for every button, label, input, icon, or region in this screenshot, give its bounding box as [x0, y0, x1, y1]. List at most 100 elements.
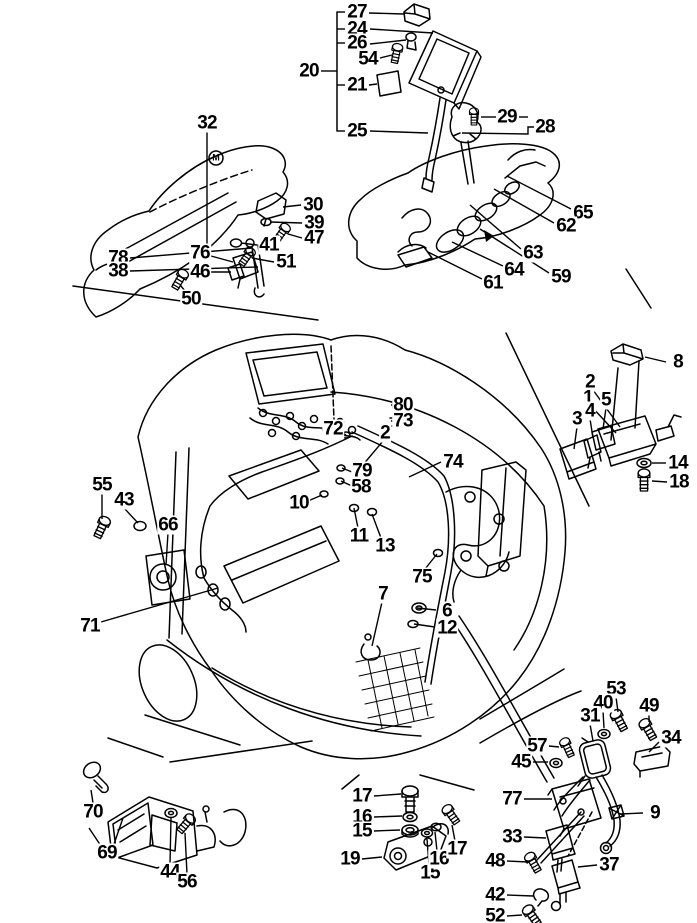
part-number-66: 66	[157, 514, 179, 536]
part-number-32: 32	[196, 112, 218, 134]
part-number-45: 45	[510, 751, 532, 773]
part-number-31: 31	[579, 705, 601, 727]
leader-line-10	[307, 494, 323, 502]
leader-line-12	[413, 623, 436, 628]
leader-line-41	[240, 242, 258, 246]
part-number-11: 11	[348, 525, 370, 547]
part-number-79: 79	[351, 460, 373, 482]
leader-line-58	[340, 480, 353, 487]
part-number-63: 63	[522, 242, 544, 264]
leader-line-11	[353, 507, 359, 529]
leader-line-19	[361, 856, 383, 860]
part-number-27: 27	[346, 1, 368, 23]
part-number-3: 3	[571, 408, 583, 430]
part-number-37: 37	[598, 854, 620, 876]
leader-line-59	[479, 228, 550, 274]
part-number-51: 51	[275, 251, 297, 273]
part-number-50: 50	[180, 288, 202, 310]
part-number-58: 58	[350, 476, 372, 498]
leader-line-21	[368, 83, 378, 86]
leader-line-57	[548, 745, 560, 748]
leader-line-28	[461, 126, 534, 135]
leader-line-25	[369, 130, 429, 134]
part-number-14: 14	[667, 452, 689, 474]
leader-line-70	[90, 789, 94, 804]
part-number-25: 25	[346, 120, 368, 142]
leader-line-69	[112, 817, 124, 848]
leader-line-52	[506, 914, 523, 917]
leader-line-66	[165, 532, 169, 566]
leader-line-47	[287, 233, 303, 239]
control-knob-art	[449, 101, 482, 185]
part-number-46: 46	[189, 261, 211, 283]
part-number-2: 2	[379, 422, 391, 444]
part-number-57: 57	[526, 735, 548, 757]
leader-line-16	[373, 815, 403, 818]
leader-line-3	[573, 426, 578, 450]
leader-line-76	[210, 255, 234, 263]
part-number-44: 44	[159, 861, 181, 883]
part-number-30: 30	[302, 194, 324, 216]
leader-line-4	[589, 418, 594, 439]
part-number-73: 73	[392, 410, 414, 432]
part-number-20: 20	[298, 60, 320, 82]
leader-line-56	[184, 832, 188, 875]
part-number-17: 17	[351, 785, 373, 807]
part-number-54: 54	[357, 48, 379, 70]
part-number-42: 42	[484, 884, 506, 906]
part-number-80: 80	[392, 394, 414, 416]
leader-line-17	[451, 824, 456, 842]
leader-line-69	[88, 827, 102, 847]
part-number-7: 7	[377, 583, 389, 605]
part-number-9: 9	[649, 802, 661, 824]
part-number-52: 52	[484, 906, 506, 923]
leader-line-16	[434, 831, 438, 852]
leader-line-18	[651, 480, 668, 483]
leader-line-6	[416, 607, 437, 611]
part-number-6: 6	[441, 600, 453, 622]
leader-line-51	[251, 257, 275, 263]
leader-line-9	[619, 812, 644, 815]
leader-line-48	[506, 860, 529, 863]
part-number-75: 75	[411, 566, 433, 588]
leader-line-15	[373, 829, 401, 832]
part-number-34: 34	[660, 727, 682, 749]
part-number-64: 64	[503, 259, 525, 281]
console-badge-M: M	[212, 152, 220, 163]
leader-line-39	[269, 221, 303, 224]
part-number-49: 49	[638, 695, 660, 717]
floor-grille-art	[355, 647, 435, 732]
part-number-70: 70	[82, 801, 104, 823]
leader-line-54	[379, 54, 393, 59]
leader-line-8	[644, 356, 667, 363]
leader-line-62	[493, 188, 555, 224]
leader-line-63	[469, 204, 522, 250]
leader-line-74	[408, 461, 442, 478]
leader-line-43	[123, 507, 139, 524]
part-number-39: 39	[303, 212, 325, 234]
leader-line-31	[589, 723, 594, 742]
part-number-47: 47	[303, 227, 325, 249]
part-number-56: 56	[176, 871, 198, 893]
relay-group-upper-art	[549, 707, 671, 817]
part-number-5: 5	[600, 389, 612, 411]
part-number-38: 38	[107, 260, 129, 282]
leader-line-24	[369, 28, 434, 34]
horn-bracket-art	[91, 514, 191, 606]
leader-line-44	[169, 817, 172, 865]
part-number-72: 72	[322, 418, 344, 440]
leader-line-79	[341, 467, 353, 473]
leader-line-53	[615, 696, 619, 713]
leader-lines	[88, 11, 668, 917]
part-number-43: 43	[113, 489, 135, 511]
part-number-19: 19	[339, 848, 361, 870]
part-number-62: 62	[555, 215, 577, 237]
leader-line-26	[369, 39, 407, 45]
leader-line-42	[506, 894, 534, 897]
part-number-1: 1	[582, 387, 594, 409]
leader-line-7	[371, 601, 383, 647]
part-number-48: 48	[484, 850, 506, 872]
leader-line-65	[506, 175, 572, 210]
leader-line-27	[368, 12, 405, 15]
